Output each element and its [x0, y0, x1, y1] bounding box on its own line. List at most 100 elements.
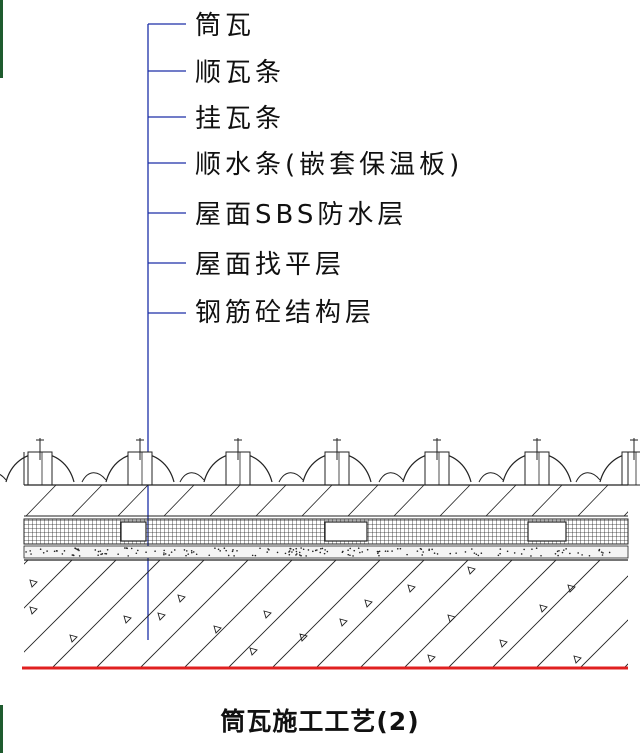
- membrane-dot: [101, 553, 104, 555]
- slab-hatch-line: [51, 560, 161, 668]
- aggregate-mark: [539, 604, 548, 613]
- aggregate-mark: [69, 634, 78, 643]
- membrane-dot: [556, 550, 559, 553]
- membrane-dot: [217, 548, 220, 551]
- membrane-dot: [588, 554, 591, 557]
- membrane-dot: [357, 547, 360, 549]
- membrane-dot: [300, 547, 302, 549]
- membrane-dot: [170, 551, 173, 553]
- membrane-dot: [55, 550, 58, 552]
- screed-hatch-line: [439, 485, 471, 516]
- membrane-dot: [164, 553, 167, 555]
- membrane-dot: [359, 551, 361, 554]
- membrane-dot: [74, 547, 77, 550]
- membrane-dot: [137, 549, 139, 552]
- diagram-caption: 筒瓦施工工艺(2): [220, 707, 420, 736]
- membrane-dot: [300, 554, 302, 557]
- slab-hatch-line: [183, 560, 293, 668]
- membrane-dot: [223, 547, 226, 550]
- membrane-dot: [183, 549, 186, 551]
- membrane-dot: [173, 549, 176, 551]
- membrane-dot: [347, 553, 350, 556]
- membrane-dot: [540, 554, 542, 557]
- membrane-dot: [600, 551, 603, 553]
- membrane-dot: [214, 547, 216, 549]
- membrane-dot: [530, 555, 532, 557]
- membrane-dot: [312, 550, 314, 553]
- membrane-dot: [288, 553, 291, 556]
- aggregate-mark: [573, 655, 582, 664]
- ridge-batten: [621, 451, 640, 486]
- screed-hatch-line: [209, 485, 241, 516]
- membrane-dot: [185, 550, 188, 552]
- aggregate-mark: [123, 615, 132, 624]
- membrane-dot: [106, 548, 109, 551]
- slab-hatch-line: [24, 560, 117, 653]
- membrane-dot: [506, 550, 509, 553]
- membrane-dot: [227, 554, 230, 557]
- membrane-dot: [366, 548, 369, 551]
- membrane-dot: [377, 550, 380, 553]
- membrane-dot: [291, 551, 293, 553]
- screed-hatch-line: [393, 485, 425, 516]
- membrane-dot: [104, 552, 106, 555]
- membrane-dot: [63, 550, 66, 552]
- tile-curl: [478, 472, 504, 483]
- aggregate-mark: [157, 612, 166, 621]
- membrane-dot: [377, 552, 379, 555]
- membrane-dot: [455, 552, 457, 554]
- aggregate-mark: [364, 599, 373, 608]
- slab-hatch-line: [359, 560, 469, 668]
- membrane-dot: [406, 553, 408, 556]
- membrane-dot: [352, 555, 354, 557]
- tile-unit: [478, 438, 572, 486]
- membrane-dot: [497, 554, 500, 557]
- screed-hatch-line: [163, 485, 195, 516]
- membrane-dot: [117, 553, 119, 555]
- left-edge-mark-top: [0, 0, 3, 78]
- tile-curl: [81, 472, 107, 483]
- membrane-dot: [145, 551, 147, 554]
- layer-label-ridge-batten: 顺瓦条: [195, 58, 286, 88]
- membrane-dot: [562, 549, 565, 551]
- membrane-dot: [396, 547, 399, 550]
- membrane-dot: [39, 548, 42, 551]
- membrane-dot: [288, 550, 291, 552]
- screed-hatch-line: [117, 485, 149, 516]
- aggregate-mark: [249, 647, 258, 656]
- membrane-dot: [254, 554, 257, 557]
- membrane-dot: [535, 547, 538, 550]
- membrane-dot: [191, 551, 193, 554]
- membrane-dot: [302, 548, 305, 551]
- slab-hatch-line: [24, 560, 29, 565]
- membrane-dot: [61, 553, 64, 555]
- left-edge-mark-bottom: [0, 705, 3, 753]
- slab-hatch-line: [491, 560, 601, 668]
- membrane-dot: [163, 549, 165, 552]
- membrane-dot: [531, 548, 533, 550]
- membrane-dot: [163, 553, 165, 556]
- membrane-dot: [475, 553, 478, 556]
- membrane-dot: [29, 550, 32, 552]
- membrane-dot: [163, 552, 165, 554]
- membrane-dot: [326, 550, 329, 553]
- tile-curl: [0, 474, 7, 481]
- tile-unit: [0, 438, 75, 486]
- membrane-dot: [420, 548, 423, 551]
- membrane-dot: [231, 550, 234, 553]
- membrane-dot: [598, 549, 600, 552]
- membrane-dot: [520, 553, 523, 555]
- aggregate-mark: [29, 606, 38, 615]
- aggregate-mark: [567, 584, 576, 593]
- counter-batten: [527, 521, 567, 542]
- layer-label-leveling: 屋面找平层: [195, 250, 346, 280]
- membrane-dot: [233, 555, 235, 557]
- tile-curl: [278, 472, 304, 483]
- membrane-dot: [577, 552, 579, 554]
- aggregate-mark: [427, 654, 436, 663]
- membrane-dot: [428, 549, 430, 552]
- membrane-dot: [565, 548, 567, 550]
- membrane-dot: [46, 550, 48, 552]
- layer-label-rc-structure: 钢筋砼结构层: [195, 298, 376, 328]
- membrane-dot: [78, 555, 81, 557]
